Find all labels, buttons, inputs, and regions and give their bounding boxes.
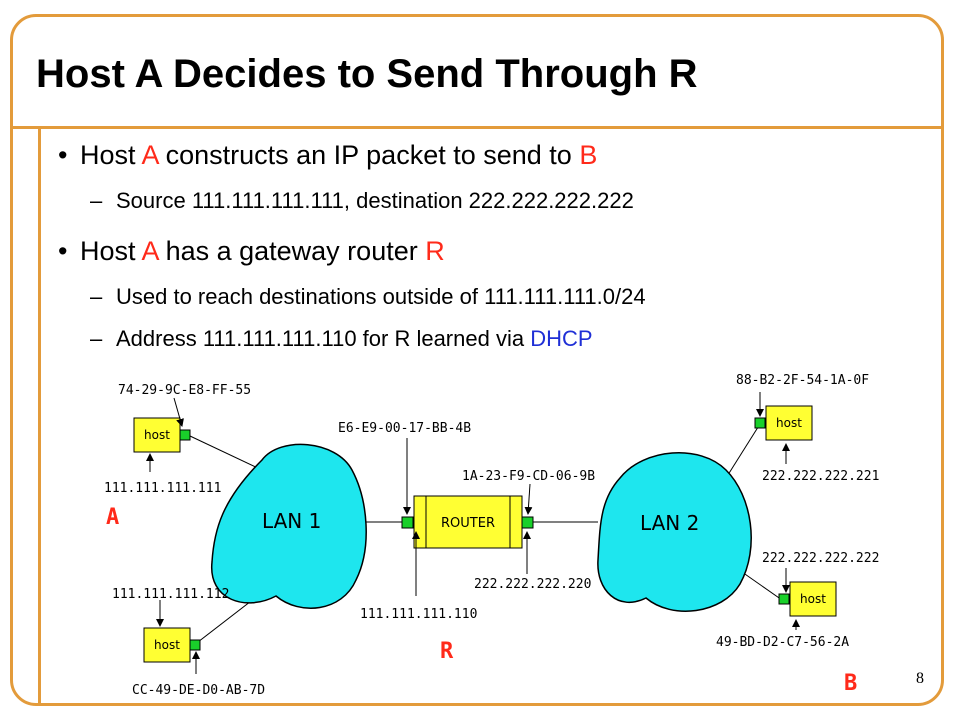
tag-host-a: A — [106, 505, 119, 530]
bullet-dot: • — [58, 236, 68, 266]
router-mac-lan2: 1A-23-F9-CD-06-9B — [462, 469, 595, 484]
host-b-highlight: B — [579, 140, 598, 170]
host-upper-right-label: host — [776, 416, 802, 430]
router-port-lan1 — [401, 516, 414, 529]
page-number: 8 — [916, 670, 924, 687]
host-a-box — [133, 417, 181, 453]
slide-frame — [10, 14, 944, 706]
host-lower-left-port — [189, 639, 201, 651]
host-lower-left-mac: CC-49-DE-D0-AB-7D — [132, 683, 265, 698]
host-upper-right-ip: 222.222.222.221 — [762, 469, 879, 484]
bullet-2-sub-1: –Used to reach destinations outside of 1… — [90, 284, 646, 309]
router-ip-lan2: 222.222.222.220 — [474, 577, 591, 592]
left-divider — [38, 126, 41, 704]
arrow-router-mac-lan2 — [524, 483, 533, 515]
host-b: host — [778, 581, 837, 617]
host-upper-right-mac: 88-B2-2F-54-1A-0F — [736, 373, 869, 388]
lan1-cloud — [211, 443, 367, 609]
link-host-a-lan1 — [189, 435, 263, 471]
router: ROUTER — [401, 495, 534, 549]
host-a-mac: 74-29-9C-E8-FF-55 — [118, 383, 251, 398]
host-lower-left-label: host — [154, 638, 180, 652]
sub-bullet-dash: – — [90, 188, 103, 213]
host-a-highlight: A — [141, 236, 159, 266]
host-b-mac: 49-BD-D2-C7-56-2A — [716, 635, 849, 650]
annotation-arrows — [146, 392, 800, 674]
host-a-port — [179, 429, 191, 441]
router-label: ROUTER — [441, 516, 495, 531]
tag-router-r: R — [440, 639, 454, 664]
address-labels: 74-29-9C-E8-FF-55 111.111.111.111 111.11… — [104, 373, 879, 698]
bullet-2: •Host A has a gateway router R — [58, 236, 445, 266]
host-lower-left: host — [143, 627, 201, 663]
lan2-label: LAN 2 — [640, 511, 699, 535]
link-host-upperright-lan2 — [725, 423, 761, 479]
bullet-2-sub-2: –Address 111.111.111.110 for R learned v… — [90, 326, 593, 351]
host-b-box — [789, 581, 837, 617]
host-a: host — [133, 417, 191, 453]
arrow-host-a-mac — [173, 397, 184, 427]
bullet-1: •Host A constructs an IP packet to send … — [58, 140, 598, 170]
host-b-label: host — [800, 592, 826, 606]
sub-bullet-dash: – — [90, 326, 103, 351]
bullet-dot: • — [58, 140, 68, 170]
router-port-lan2 — [521, 516, 534, 529]
dhcp-highlight: DHCP — [530, 326, 593, 351]
node-tags: A R B — [106, 505, 857, 696]
lan2-cloud — [597, 452, 752, 612]
router-mac-lan1: E6-E9-00-17-BB-4B — [338, 421, 471, 436]
router-r-highlight: R — [425, 236, 445, 266]
slide-title: Host A Decides to Send Through R — [36, 52, 698, 96]
host-upper-right: host — [754, 405, 813, 441]
router-ip-lan1: 111.111.111.110 — [360, 607, 477, 622]
lan1-label: LAN 1 — [262, 509, 321, 533]
host-lower-left-ip: 111.111.111.112 — [112, 587, 229, 602]
host-a-ip: 111.111.111.111 — [104, 481, 221, 496]
host-b-ip: 222.222.222.222 — [762, 551, 879, 566]
host-a-highlight: A — [141, 140, 159, 170]
sub-bullet-dash: – — [90, 284, 103, 309]
host-upper-right-box — [765, 405, 813, 441]
host-b-port — [778, 593, 790, 605]
bullet-1-sub-1: –Source 111.111.111.111, destination 222… — [90, 188, 634, 213]
host-a-label: host — [144, 428, 170, 442]
host-upper-right-port — [754, 417, 766, 429]
link-host-b-lan2 — [741, 571, 783, 601]
title-divider — [12, 126, 942, 129]
tag-host-b: B — [844, 671, 857, 696]
